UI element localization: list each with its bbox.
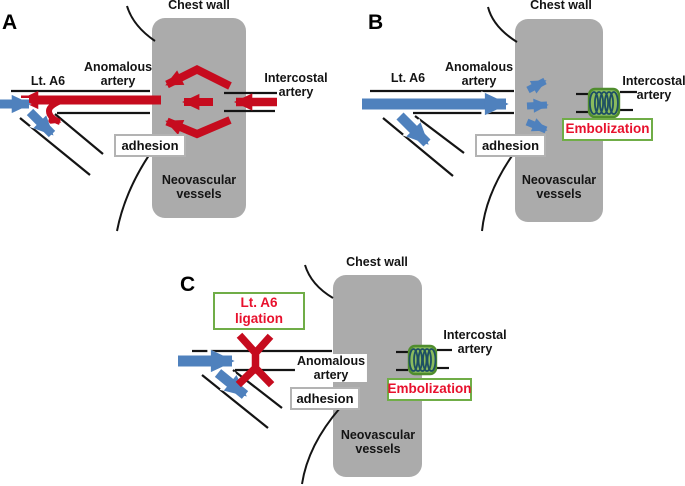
panel-b-shapes	[362, 6, 637, 232]
coil-loop	[603, 91, 614, 115]
red-uturn-arrow	[45, 95, 71, 125]
blue-branch-arrow	[26, 108, 56, 138]
vessel-branch-wall	[201, 374, 269, 429]
coil-loop	[426, 348, 437, 372]
adhesion-box: adhesion	[475, 134, 546, 157]
vessel-branch-wall	[19, 117, 91, 176]
pleura-curve-top	[487, 6, 518, 43]
blue-perfusion-arrow	[526, 77, 547, 94]
neovascular-vessels-label: Neovascular vessels	[161, 173, 237, 201]
chest-wall-label: Chest wall	[530, 0, 592, 12]
chest-wall-block	[515, 19, 603, 222]
panel-c-shapes	[178, 264, 452, 485]
blue-branch-arrow	[396, 112, 431, 147]
red-collateral-arrow-top	[165, 65, 232, 90]
adhesion-box: adhesion	[114, 134, 186, 157]
anomalous-artery-label: Anomalous artery	[83, 60, 153, 88]
lt-a6-ligation-box: Lt. A6 ligation	[213, 292, 305, 330]
blue-perfusion-arrow	[525, 118, 548, 134]
embolization-box: Embolization	[562, 118, 653, 141]
lt-a6-label: Lt. A6	[390, 71, 426, 85]
neovascular-vessels-label: Neovascular vessels	[340, 428, 416, 456]
coil-loop	[408, 348, 419, 372]
chest-wall-label: Chest wall	[346, 255, 408, 269]
coil-loop	[422, 348, 432, 372]
panel-c-letter: C	[180, 273, 196, 296]
embolization-box: Embolization	[387, 378, 472, 401]
embolization-coil	[587, 87, 621, 119]
coil-loop	[417, 348, 428, 372]
coil-loop	[608, 91, 619, 115]
panel-a-letter: A	[2, 11, 18, 34]
coil-loop	[589, 91, 599, 115]
embolization-coil	[407, 344, 438, 376]
pleura-curve-bottom	[481, 145, 520, 232]
intercostal-artery-label: Intercostal artery	[443, 328, 507, 356]
vessel-branch-wall	[54, 113, 104, 155]
blue-branch-arrow	[214, 369, 249, 399]
chest-wall-label: Chest wall	[168, 0, 230, 12]
anomalous-artery-label: Anomalous artery	[294, 354, 368, 382]
ligation-symbol	[235, 332, 275, 388]
chest-wall-block	[333, 275, 422, 477]
coil-loop	[594, 91, 604, 115]
anomalous-artery-label: Anomalous artery	[444, 60, 514, 88]
red-collateral-arrow-bottom	[165, 116, 232, 139]
chest-wall-block	[152, 18, 246, 218]
adhesion-box: adhesion	[290, 387, 360, 410]
panel-a-shapes	[0, 5, 277, 232]
neovascular-vessels-label: Neovascular vessels	[521, 173, 597, 201]
pleura-curve-top	[126, 5, 156, 42]
blue-perfusion-arrow	[526, 98, 549, 113]
panel-b-letter: B	[368, 11, 384, 34]
lt-a6-label: Lt. A6	[30, 74, 66, 88]
intercostal-artery-label: Intercostal artery	[622, 74, 685, 102]
coil-loop	[598, 91, 609, 115]
coil-loop	[413, 348, 423, 372]
intercostal-artery-label: Intercostal artery	[264, 71, 328, 99]
pleura-curve-bottom	[301, 407, 341, 485]
pleura-curve-top	[304, 264, 334, 299]
vessel-branch-wall	[382, 117, 454, 177]
